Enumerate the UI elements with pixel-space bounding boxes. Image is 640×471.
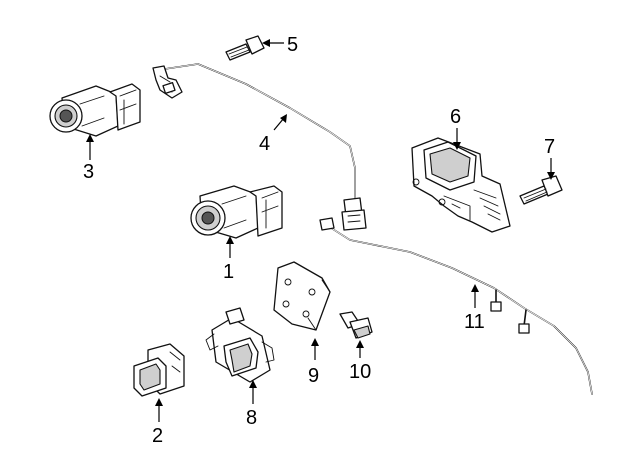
bolt-5 [225,35,265,61]
wiring-harness-upper [152,63,367,231]
wiring-harness-lower [319,217,593,395]
callout-10: 10 [349,361,371,383]
callout-9: 9 [308,365,319,387]
sensor-bracket-2 [133,343,185,397]
parking-sensor-3 [49,83,141,137]
callout-7: 7 [544,136,555,158]
callout-11: 11 [464,311,485,333]
sensor-holder-8 [205,307,275,383]
parking-sensor-1 [190,185,283,239]
callout-4: 4 [259,133,270,155]
callout-8: 8 [246,407,257,429]
control-module-6 [411,137,511,233]
callout-labels: 5 4 3 6 7 1 11 9 10 8 2 [83,34,555,447]
callout-2: 2 [152,425,163,447]
fastener-10 [339,311,373,339]
callout-5: 5 [287,34,298,56]
mounting-plate-9 [273,261,331,331]
callout-6: 6 [450,106,461,128]
bolt-7 [519,175,563,205]
callout-3: 3 [83,161,94,183]
callout-1: 1 [223,261,234,283]
callout-arrows [86,39,555,422]
